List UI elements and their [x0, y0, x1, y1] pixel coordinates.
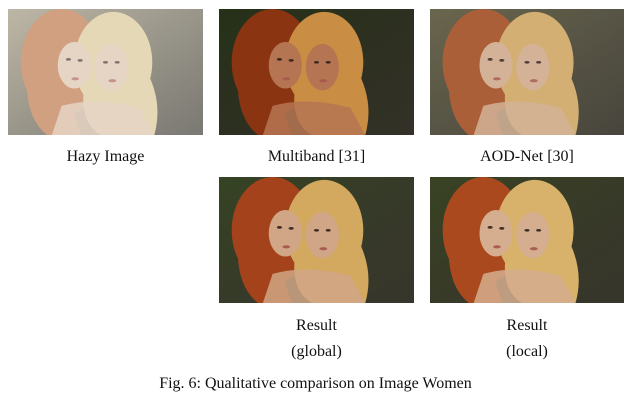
label-hazy-line-1: Hazy Image	[66, 148, 145, 165]
label-global-line-2: (global)	[291, 343, 342, 360]
panel-result-global	[219, 177, 414, 303]
figure-caption: Fig. 6: Qualitative comparison on Image …	[159, 375, 472, 392]
photo-image	[219, 177, 414, 303]
label-multiband-line-1: Multiband [31]	[267, 148, 366, 165]
label-result-global: Result (global)	[219, 316, 414, 362]
panel-hazy-image	[8, 9, 203, 135]
label-global-line-1: Result	[296, 317, 337, 334]
label-multiband: Multiband [31]	[219, 147, 414, 167]
label-aod-net: AOD-Net [30]	[430, 147, 624, 167]
label-hazy-image: Hazy Image	[8, 147, 203, 167]
photo-image	[219, 9, 414, 135]
label-aodnet-line-1: AOD-Net [30]	[480, 148, 574, 165]
photo-image	[430, 177, 624, 303]
panel-result-local	[430, 177, 624, 303]
panel-aod-net	[430, 9, 624, 135]
label-result-local: Result (local)	[430, 316, 624, 362]
label-local-line-1: Result	[506, 317, 548, 334]
photo-image	[430, 9, 624, 135]
panel-multiband	[219, 9, 414, 135]
photo-image	[8, 9, 203, 135]
label-local-line-2: (local)	[506, 343, 548, 360]
